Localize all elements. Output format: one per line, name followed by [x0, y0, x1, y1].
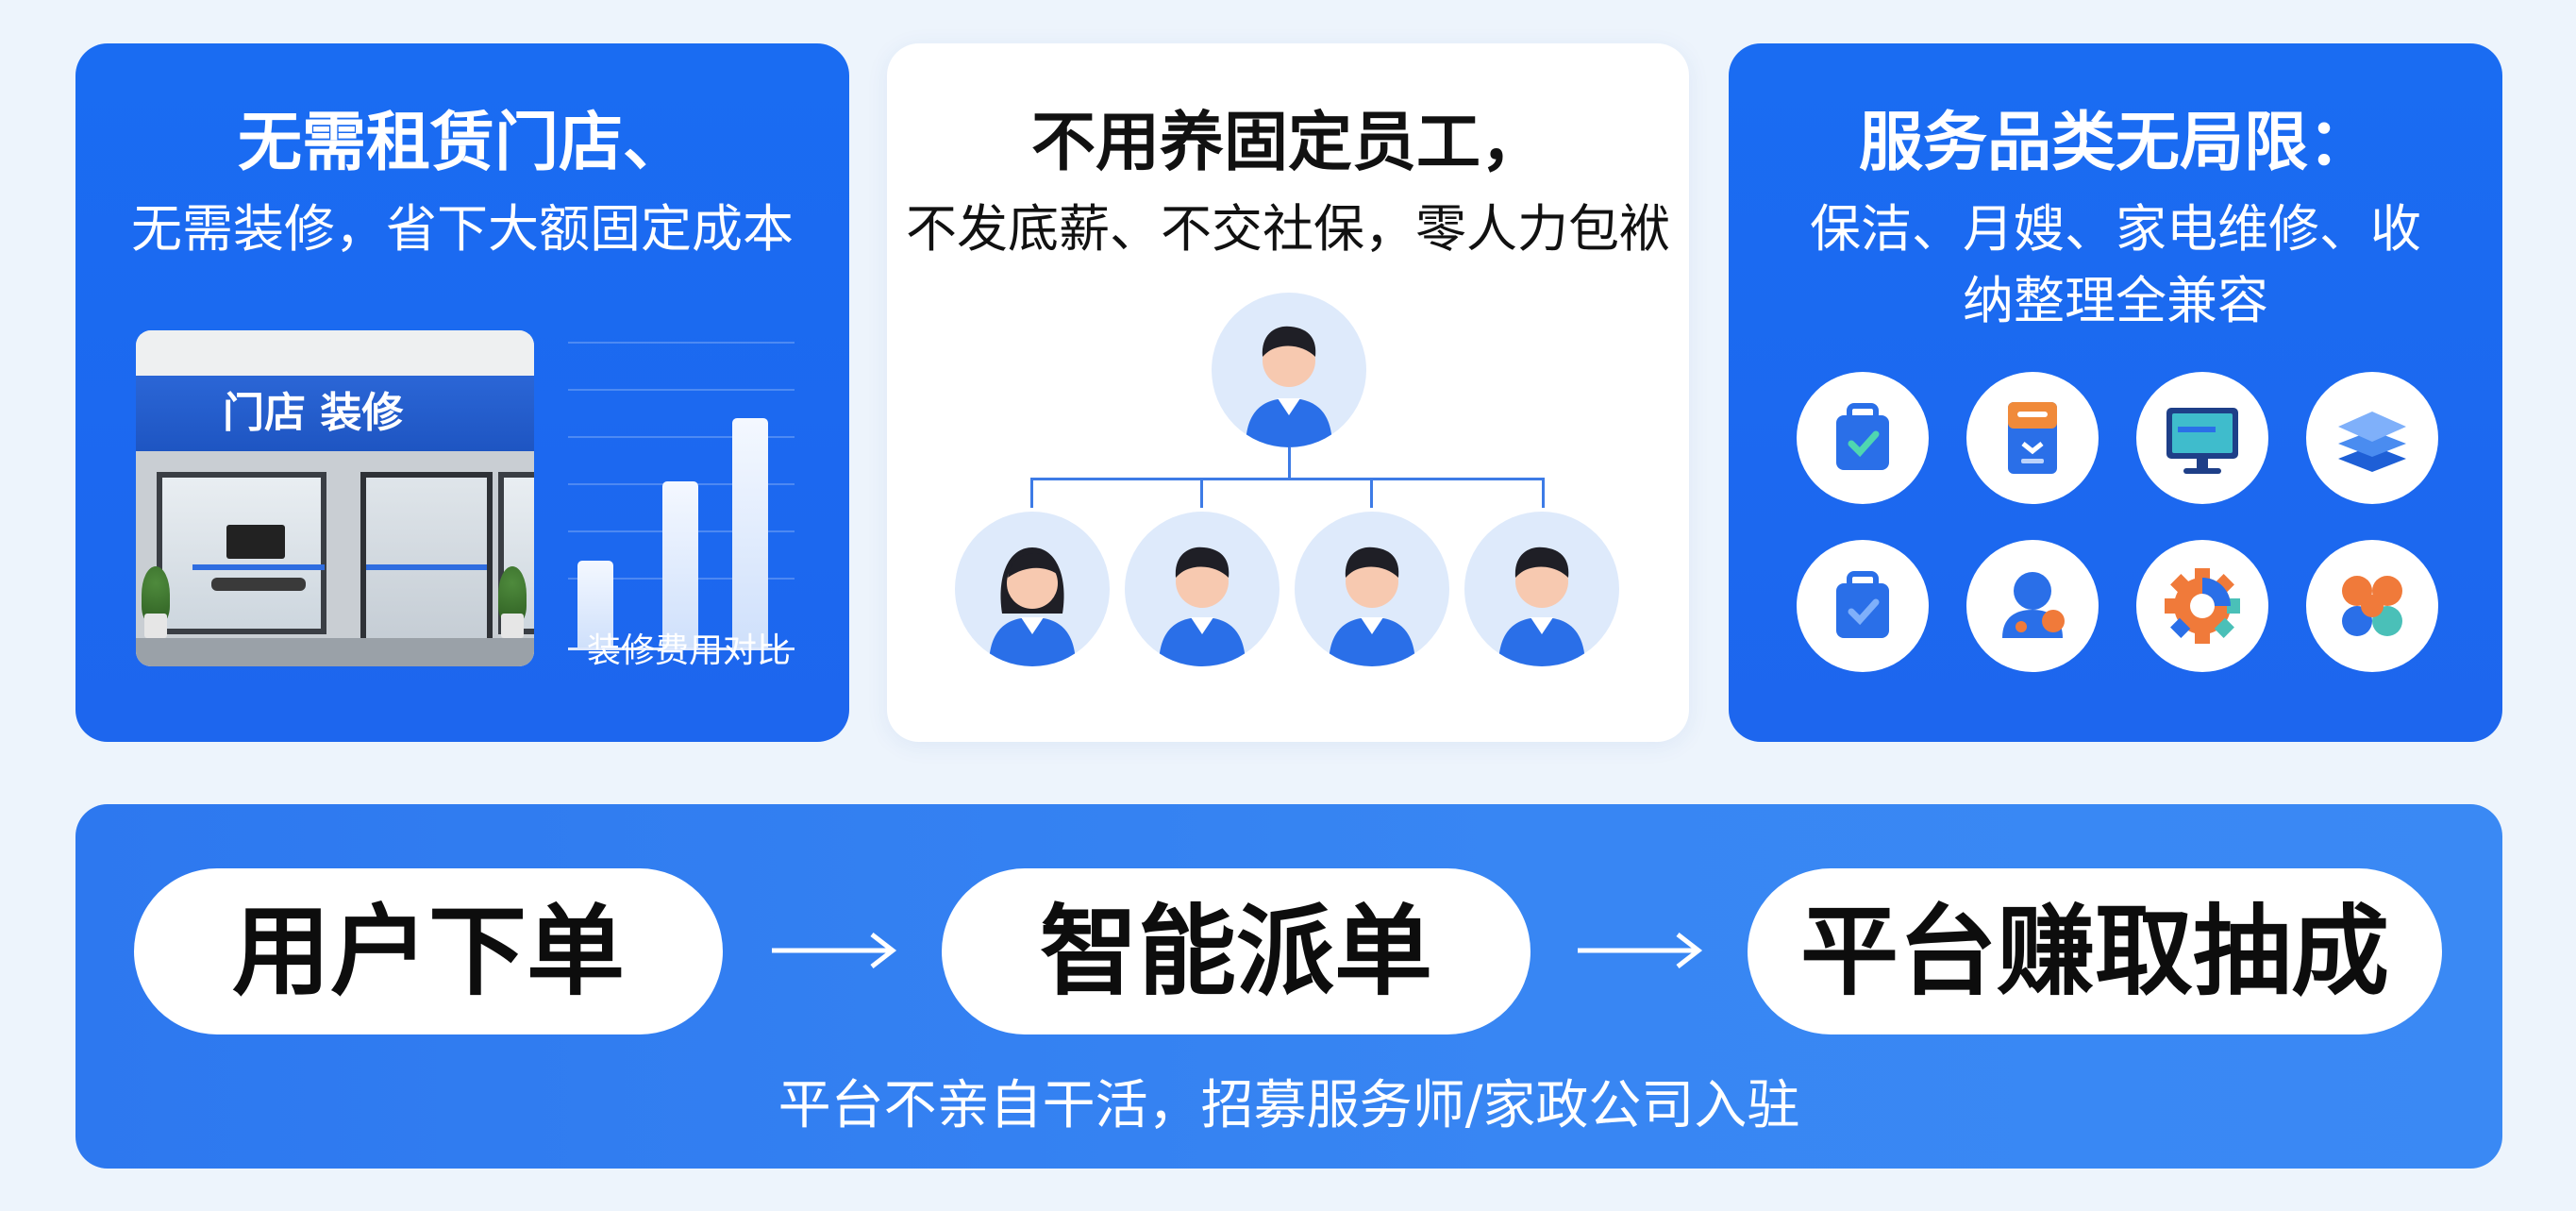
- monitor-icon: [2136, 372, 2268, 504]
- chart-bar: [732, 418, 768, 648]
- store-sign: 门店 装修: [136, 376, 534, 451]
- flower-icon: [2306, 540, 2438, 672]
- tree-line: [1288, 447, 1291, 479]
- cleaning-bag-icon: [1797, 372, 1929, 504]
- chart-label: 装修费用对比: [586, 631, 791, 670]
- manager-avatar: [1212, 293, 1366, 447]
- business-flow-panel: 用户下单 智能派单 平台赚取抽成 平台不亲自干活，招募服务师/家政公司入驻: [75, 804, 2502, 1169]
- card-title: 无需租赁门店、: [237, 106, 687, 180]
- card-subtitle: 无需装修，省下大额固定成本: [131, 199, 794, 259]
- chart-bar: [662, 481, 698, 648]
- staff-avatar-male: [1464, 512, 1619, 666]
- staff-avatar-male: [1125, 512, 1280, 666]
- staff-avatar-male: [1295, 512, 1449, 666]
- card-title: 服务品类无局限：: [1858, 106, 2372, 180]
- storefront-photo: 门店 装修: [136, 330, 534, 666]
- card-title: 不用养固定员工，: [1030, 106, 1545, 180]
- service-person-icon: [1966, 540, 2099, 672]
- step-smart-dispatch: 智能派单: [942, 868, 1531, 1034]
- card-no-store: 无需租赁门店、 无需装修，省下大额固定成本 门店 装修 装修费用对比: [75, 43, 849, 742]
- arrow-right-icon: [772, 933, 897, 968]
- chart-bar: [577, 561, 613, 648]
- document-icon: [1966, 372, 2099, 504]
- gear-icon: [2136, 540, 2268, 672]
- card-no-staff: 不用养固定员工， 不发底薪、不交社保，零人力包袱: [887, 43, 1689, 742]
- flow-note: 平台不亲自干活，招募服务师/家政公司入驻: [778, 1075, 1800, 1136]
- step-user-order: 用户下单: [134, 868, 723, 1034]
- tree-line: [1030, 478, 1544, 480]
- cost-comparison-chart: [568, 340, 795, 651]
- card-categories: 服务品类无局限： 保洁、月嫂、家电维修、收 纳整理全兼容: [1729, 43, 2502, 742]
- step-platform-commission: 平台赚取抽成: [1748, 868, 2442, 1034]
- card-subtitle: 不发底薪、不交社保，零人力包袱: [906, 199, 1670, 259]
- card-subtitle-line2: 纳整理全兼容: [1963, 271, 2268, 330]
- card-subtitle-line1: 保洁、月嫂、家电维修、收: [1810, 199, 2421, 259]
- cleaning-bag-icon: [1797, 540, 1929, 672]
- arrow-right-icon: [1578, 933, 1703, 968]
- layers-icon: [2306, 372, 2438, 504]
- staff-avatar-female: [955, 512, 1110, 666]
